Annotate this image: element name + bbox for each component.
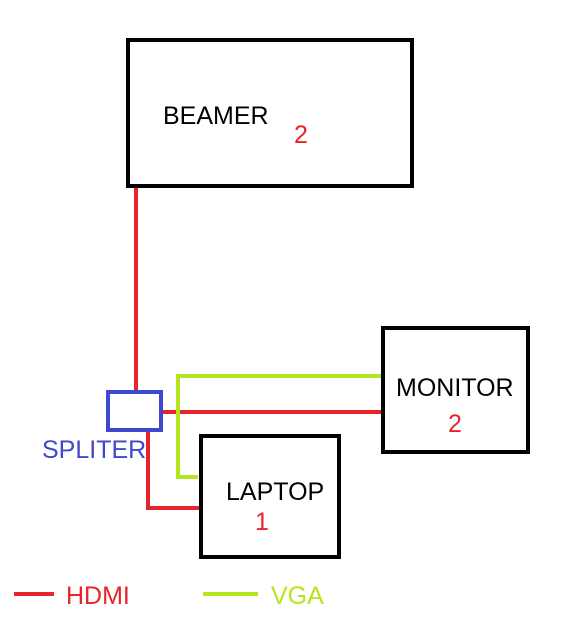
- beamer-node: BEAMER 2: [126, 38, 414, 188]
- splitter-label: SPLITER: [42, 436, 146, 464]
- beamer-box: [126, 38, 414, 188]
- legend: HDMI VGA: [14, 582, 324, 610]
- beamer-number: 2: [294, 121, 308, 149]
- legend-vga-label: VGA: [271, 582, 324, 610]
- laptop-node: LAPTOP 1: [199, 434, 341, 559]
- monitor-box: [381, 326, 530, 454]
- beamer-label: BEAMER: [163, 102, 269, 130]
- monitor-node: MONITOR 2: [381, 326, 530, 454]
- laptop-label: LAPTOP: [226, 478, 324, 506]
- monitor-label: MONITOR: [396, 374, 514, 402]
- legend-hdmi-label: HDMI: [66, 582, 130, 610]
- laptop-box: [199, 434, 341, 559]
- hdmi-cables: [134, 188, 381, 510]
- splitter-node: SPLITER: [42, 390, 163, 464]
- splitter-box: [106, 390, 163, 432]
- vga-cable-laptop-monitor: [176, 374, 381, 479]
- hdmi-cable-splitter-laptop: [146, 431, 201, 510]
- monitor-number: 2: [448, 410, 462, 438]
- vga-cables: [176, 374, 381, 479]
- laptop-number: 1: [255, 508, 269, 536]
